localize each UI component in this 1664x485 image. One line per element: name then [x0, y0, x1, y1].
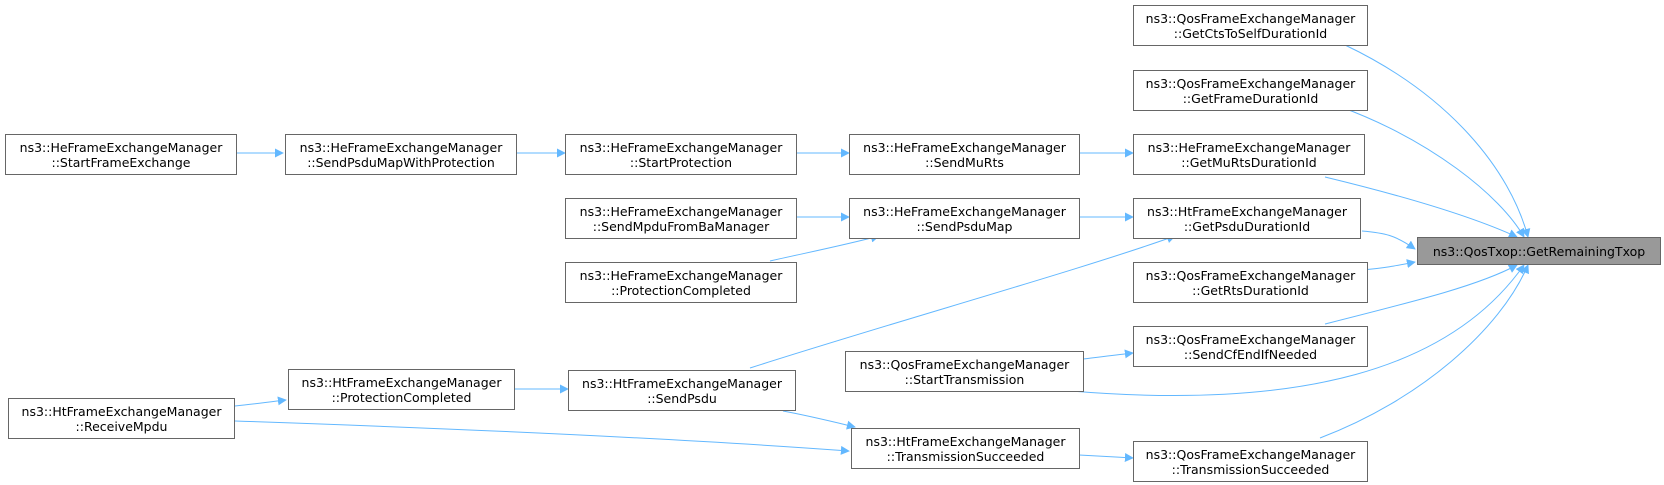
node-label-line2: ::ReceiveMpdu — [75, 418, 168, 434]
node-he-murts-dur[interactable]: ns3::HeFrameExchangeManager::GetMuRtsDur… — [1133, 134, 1365, 175]
edge-getframeduration-to-root — [1340, 106, 1525, 238]
node-label-line1: ns3::HeFrameExchangeManager — [299, 139, 503, 155]
node-label-line2: ::SendCfEndIfNeeded — [1183, 346, 1318, 362]
node-label-line1: ns3::QosFrameExchangeManager — [1145, 331, 1356, 347]
node-label-line2: ::GetMuRtsDurationId — [1181, 154, 1317, 170]
node-qos-starttx[interactable]: ns3::QosFrameExchangeManager::StartTrans… — [845, 351, 1084, 392]
node-ht-sendpsdu[interactable]: ns3::HtFrameExchangeManager::SendPsdu — [568, 370, 796, 411]
node-label-line1: ns3::HeFrameExchangeManager — [1147, 139, 1351, 155]
node-he-startprot[interactable]: ns3::HeFrameExchangeManager::StartProtec… — [565, 134, 797, 175]
node-label-line2: ::SendMpduFromBaManager — [592, 218, 770, 234]
edge-htrecv-to-htprotcomp — [234, 396, 287, 407]
node-label-line1: ns3::QosFrameExchangeManager — [1145, 10, 1356, 26]
node-he-startfe[interactable]: ns3::HeFrameExchangeManager::StartFrameE… — [5, 134, 237, 175]
node-ht-psdu-dur[interactable]: ns3::HtFrameExchangeManager::GetPsduDura… — [1133, 198, 1361, 239]
node-label-line1: ns3::HeFrameExchangeManager — [579, 267, 783, 283]
node-label-line2: ::ProtectionCompleted — [331, 389, 472, 405]
node-label-line1: ns3::QosFrameExchangeManager — [1145, 75, 1356, 91]
node-label-line1: ns3::QosFrameExchangeManager — [1145, 446, 1356, 462]
node-label-line2: ::SendPsdu — [647, 390, 717, 406]
edge-getrtsduration-to-root — [1361, 259, 1416, 271]
edge-getmurtsduration-to-root — [1324, 176, 1518, 238]
node-he-sendpsdumapprot[interactable]: ns3::HeFrameExchangeManager::SendPsduMap… — [285, 134, 517, 175]
node-he-protcomp[interactable]: ns3::HeFrameExchangeManager::ProtectionC… — [565, 262, 797, 303]
node-label-line1: ns3::QosFrameExchangeManager — [1145, 267, 1356, 283]
node-he-sendpsdumap[interactable]: ns3::HeFrameExchangeManager::SendPsduMap — [849, 198, 1080, 239]
edge-qosts-to-root — [1319, 264, 1529, 439]
edge-htrecv-to-htts — [234, 420, 850, 455]
edge-getpsduduration-to-root — [1361, 230, 1416, 250]
node-label-line1: ns3::HtFrameExchangeManager — [301, 374, 502, 390]
edge-htsendpsdu-to-getpsdu — [749, 234, 1176, 369]
node-label-line2: ::GetRtsDurationId — [1192, 282, 1309, 298]
edge-starttx-to-root — [1070, 264, 1525, 397]
node-ht-recv[interactable]: ns3::HtFrameExchangeManager::ReceiveMpdu — [8, 398, 235, 439]
node-qos-cfend[interactable]: ns3::QosFrameExchangeManager::SendCfEndI… — [1133, 326, 1368, 367]
node-label-line1: ns3::HtFrameExchangeManager — [582, 375, 782, 391]
edge-getctstoself-to-root — [1344, 44, 1531, 238]
edge-htsendpsdu-to-htts — [782, 410, 856, 430]
edge-htts-to-qosts — [1078, 453, 1134, 463]
node-label-line2: ::GetFrameDurationId — [1182, 90, 1319, 106]
node-label-line1: ns3::HeFrameExchangeManager — [863, 139, 1066, 155]
node-label-line1: ns3::HtFrameExchangeManager — [21, 403, 222, 419]
node-label-line1: ns3::HeFrameExchangeManager — [579, 139, 783, 155]
node-qos-cts[interactable]: ns3::QosFrameExchangeManager::GetCtsToSe… — [1133, 5, 1368, 46]
node-label-line1: ns3::HeFrameExchangeManager — [579, 203, 783, 219]
node-label-line2: ::StartProtection — [629, 154, 733, 170]
edge-starttx-to-sendcfend — [1082, 349, 1134, 360]
edge-sendcfend-to-root — [1324, 264, 1518, 325]
node-qos-frame[interactable]: ns3::QosFrameExchangeManager::GetFrameDu… — [1133, 70, 1368, 111]
node-label-line2: ::SendPsduMapWithProtection — [307, 154, 495, 170]
node-label-line1: ns3::HtFrameExchangeManager — [865, 433, 1066, 449]
node-label-line2: ::StartFrameExchange — [51, 154, 191, 170]
node-root[interactable]: ns3::QosTxop::GetRemainingTxop — [1417, 237, 1661, 265]
node-label-line2: ::ProtectionCompleted — [611, 282, 751, 298]
node-label-line1: ns3::QosFrameExchangeManager — [859, 356, 1070, 372]
node-label-line1: ns3::HeFrameExchangeManager — [19, 139, 223, 155]
node-label-line2: ::TransmissionSucceeded — [1171, 461, 1330, 477]
node-label-line2: ::SendPsduMap — [916, 218, 1013, 234]
node-label-line1: ns3::HtFrameExchangeManager — [1147, 203, 1347, 219]
node-label-line2: ::StartTransmission — [904, 371, 1025, 387]
node-label-line2: ::GetCtsToSelfDurationId — [1173, 25, 1328, 41]
node-label-line1: ns3::QosTxop::GetRemainingTxop — [1432, 243, 1646, 259]
node-label-line2: ::GetPsduDurationId — [1183, 218, 1311, 234]
node-he-sendmurts[interactable]: ns3::HeFrameExchangeManager::SendMuRts — [849, 134, 1080, 175]
edge-protcomp-to-sendpsdumap — [769, 233, 880, 262]
node-label-line2: ::SendMuRts — [925, 154, 1004, 170]
node-he-sendmpdu[interactable]: ns3::HeFrameExchangeManager::SendMpduFro… — [565, 198, 797, 239]
node-qos-rts[interactable]: ns3::QosFrameExchangeManager::GetRtsDura… — [1133, 262, 1368, 303]
node-ht-protcomp[interactable]: ns3::HtFrameExchangeManager::ProtectionC… — [288, 369, 515, 410]
node-ht-ts[interactable]: ns3::HtFrameExchangeManager::Transmissio… — [851, 428, 1080, 469]
node-qos-ts[interactable]: ns3::QosFrameExchangeManager::Transmissi… — [1133, 441, 1368, 482]
node-label-line1: ns3::HeFrameExchangeManager — [863, 203, 1066, 219]
node-label-line2: ::TransmissionSucceeded — [886, 448, 1045, 464]
